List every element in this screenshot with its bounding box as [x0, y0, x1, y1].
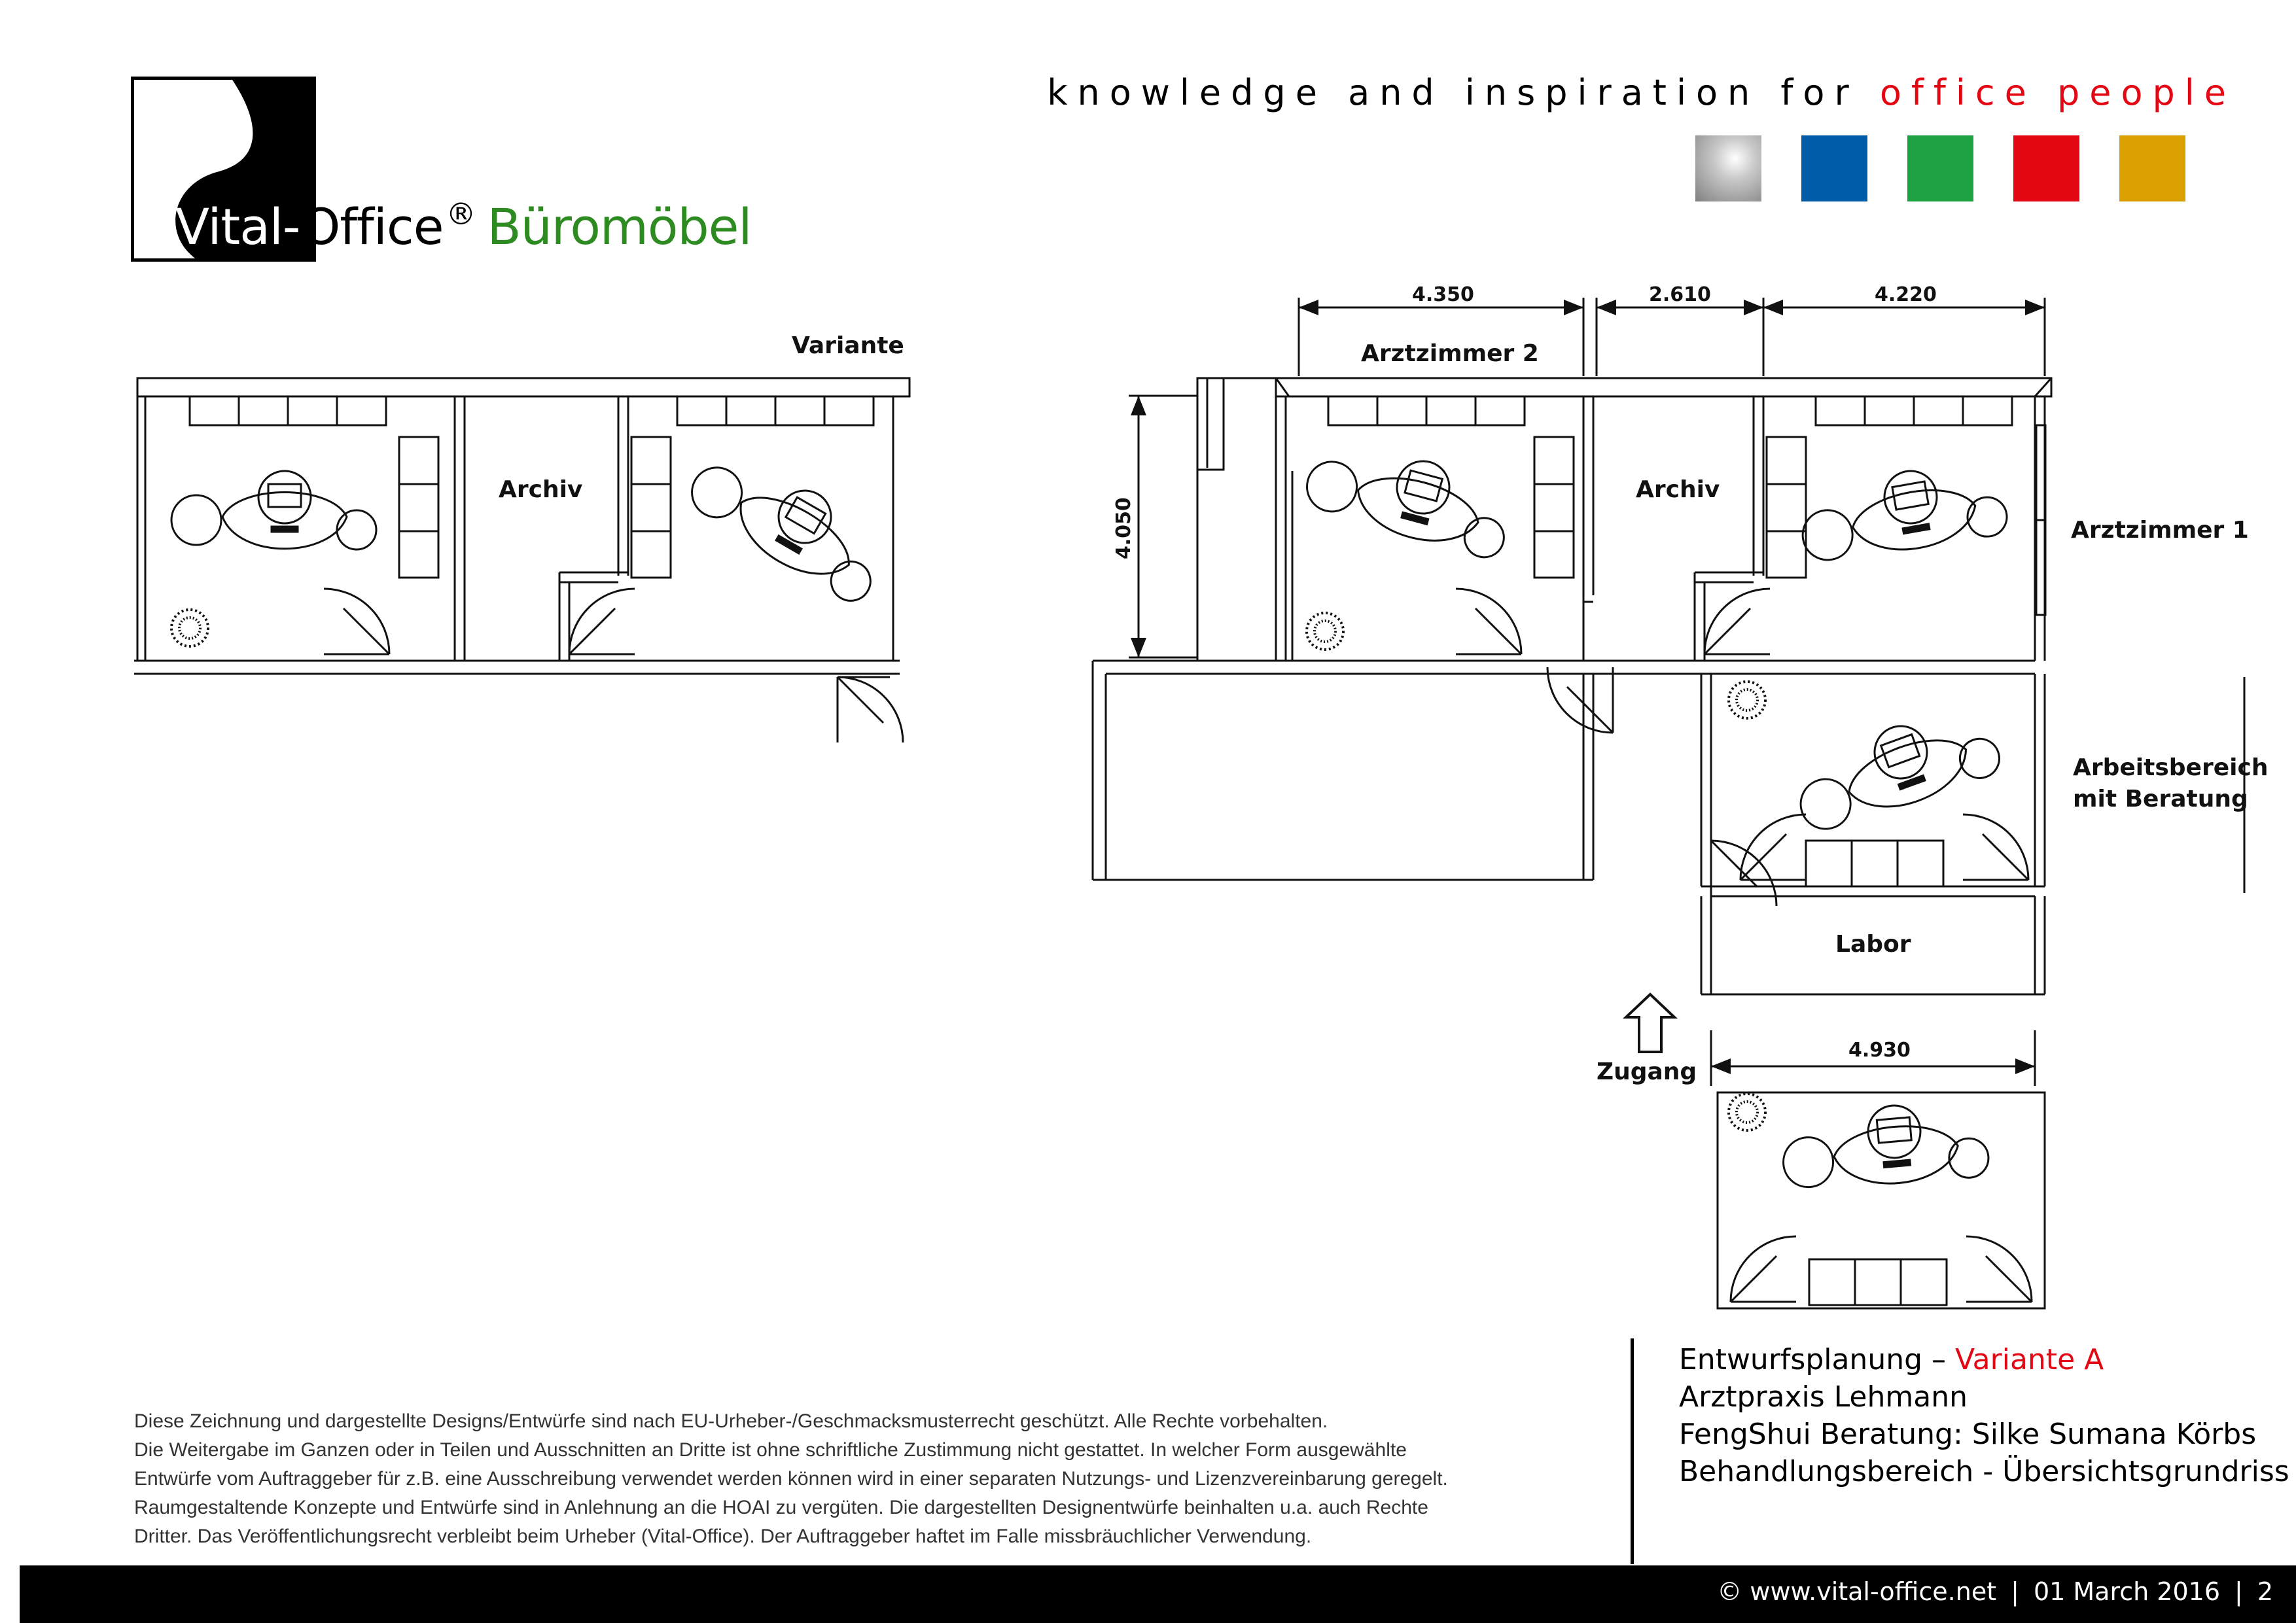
footer-text: © www.vital-office.net|01 March 2016|2	[1717, 1577, 2273, 1606]
swatch-blue	[1801, 135, 1867, 201]
swatch-green	[1907, 135, 1973, 201]
dimension-4350: 4.350	[1412, 283, 1474, 306]
info-client: Arztpraxis Lehmann	[1679, 1380, 1968, 1414]
dimension-4220: 4.220	[1875, 283, 1937, 306]
dimension-2610: 2.610	[1649, 283, 1711, 306]
tagline: knowledge and inspiration for office peo…	[1047, 72, 2236, 113]
info-divider	[1631, 1338, 1634, 1564]
swatch-silver	[1695, 135, 1761, 201]
footer-page-number: 2	[2257, 1577, 2273, 1606]
info-subject: Behandlungsbereich - Übersichtsgrundriss	[1679, 1455, 2289, 1488]
floor-plan: Variante Archiv	[134, 283, 2268, 1310]
logo: Vital-Office®Büromöbel	[175, 196, 752, 256]
project-info: Entwurfsplanung – Variante A Arztpraxis …	[1679, 1341, 2289, 1490]
disclaimer-line: Diese Zeichnung und dargestellte Designs…	[134, 1410, 1328, 1432]
logo-box	[131, 77, 316, 262]
disclaimer-line: Entwürfe vom Auftraggeber für z.B. eine …	[134, 1468, 1448, 1490]
dimension-4930: 4.930	[1848, 1039, 1911, 1062]
arztzimmer-1-label: Arztzimmer 1	[2071, 517, 2249, 544]
info-consultant: FengShui Beratung: Silke Sumana Körbs	[1679, 1418, 2257, 1451]
logo-mark	[175, 80, 313, 258]
footer-website[interactable]: © www.vital-office.net	[1717, 1577, 1997, 1606]
zugang-label: Zugang	[1597, 1058, 1697, 1085]
left-plan: Variante Archiv	[134, 332, 911, 744]
left-archiv-label: Archiv	[499, 476, 582, 503]
arbeitsbereich-label-line2: mit Beratung	[2073, 786, 2248, 812]
right-plan: 4.350 2.610 4.220 4.050 4.930 Arztzimmer…	[1091, 283, 2268, 1310]
footer-date: 01 March 2016	[2033, 1577, 2220, 1606]
arztzimmer-2-label: Arztzimmer 2	[1361, 340, 1539, 367]
disclaimer-line: Raumgestaltende Konzepte und Entwürfe si…	[134, 1497, 1428, 1518]
labor-label: Labor	[1835, 931, 1911, 958]
dimension-4050: 4.050	[1112, 497, 1135, 559]
swatch-red	[2013, 135, 2079, 201]
right-archiv-label: Archiv	[1636, 476, 1720, 503]
variant-label: Variante	[792, 332, 904, 359]
swatch-gold	[2119, 135, 2185, 201]
copyright-disclaimer: Diese Zeichnung und dargestellte Designs…	[134, 1407, 1626, 1551]
footer-bar: © www.vital-office.net|01 March 2016|2	[20, 1565, 2296, 1623]
disclaimer-line: Dritter. Das Veröffentlichungsrecht verb…	[134, 1526, 1312, 1547]
info-title: Entwurfsplanung – Variante A	[1679, 1343, 2104, 1376]
disclaimer-line: Die Weitergabe im Ganzen oder in Teilen …	[134, 1439, 1407, 1461]
arbeitsbereich-label-line1: Arbeitsbereich	[2073, 754, 2268, 781]
